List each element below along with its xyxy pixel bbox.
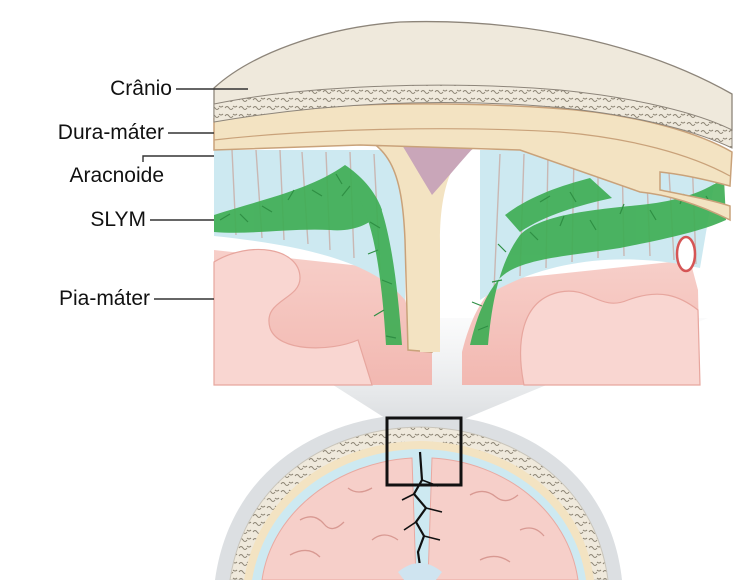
- head-brain-right: [427, 457, 579, 580]
- head-brain-left: [261, 457, 417, 580]
- blood-vessel: [675, 235, 697, 273]
- head-cross-section: [215, 318, 708, 580]
- zoom-box: [385, 416, 463, 487]
- falx-inner: [380, 145, 470, 352]
- head-fissure-branches: [401, 479, 443, 541]
- label-aracnoide: Aracnoide: [69, 164, 164, 187]
- label-dura: Dura-máter: [58, 121, 164, 144]
- slym-fibers: [219, 173, 713, 339]
- labels: Crânio Dura-máter Aracnoide SLYM Pia-mát…: [58, 77, 248, 310]
- brain-gyrus-right: [520, 290, 701, 386]
- head-ventricle: [398, 563, 442, 580]
- head-longitudinal-fissure: [412, 451, 428, 580]
- slym-layer: [214, 165, 726, 345]
- label-pia: Pia-máter: [59, 287, 150, 310]
- meninges-block: [213, 20, 733, 386]
- label-slym: SLYM: [90, 208, 146, 231]
- dura-thin-band: [213, 128, 731, 177]
- brain-gyrus-left: [213, 248, 373, 386]
- label-cranio: Crânio: [110, 77, 172, 100]
- skull-diploe: [213, 84, 733, 149]
- leader-aracnoide: [142, 155, 214, 162]
- dura-layer: [213, 103, 733, 222]
- head-sulci: [289, 487, 545, 563]
